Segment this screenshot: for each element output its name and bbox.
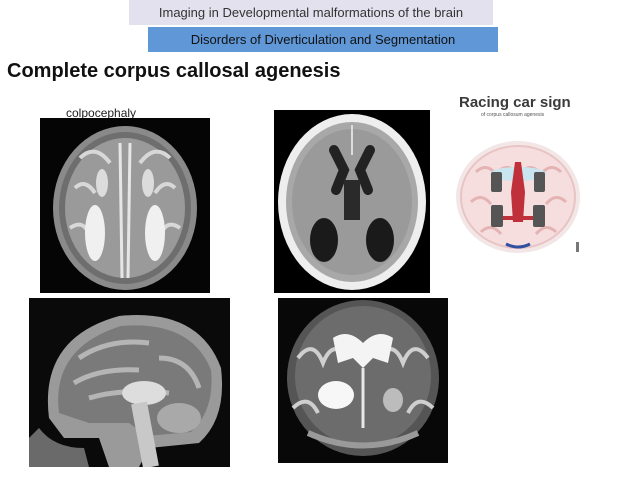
axial-t2-mri-drawing [40,118,210,293]
axial-t2-mri-image [40,118,210,293]
sagittal-mri-drawing [29,298,230,467]
series-banner: Imaging in Developmental malformations o… [129,0,493,25]
section-banner: Disorders of Diverticulation and Segment… [148,27,498,52]
racing-car-drawing [456,141,580,253]
racing-car-subtitle: of corpus callosum agenesis [481,112,545,118]
racing-car-title: Racing car sign [459,94,571,111]
axial-ct-drawing [274,110,430,293]
sagittal-mri-image [29,298,230,467]
slide-title: Complete corpus callosal agenesis [7,60,341,82]
coronal-t2-mri-image [278,298,448,463]
coronal-t2-mri-drawing [278,298,448,463]
racing-car-sign-diagram: Racing car sign of corpus callosum agene… [451,92,586,260]
colpocephaly-caption: colpocephaly [66,106,137,120]
axial-ct-image [274,110,430,293]
